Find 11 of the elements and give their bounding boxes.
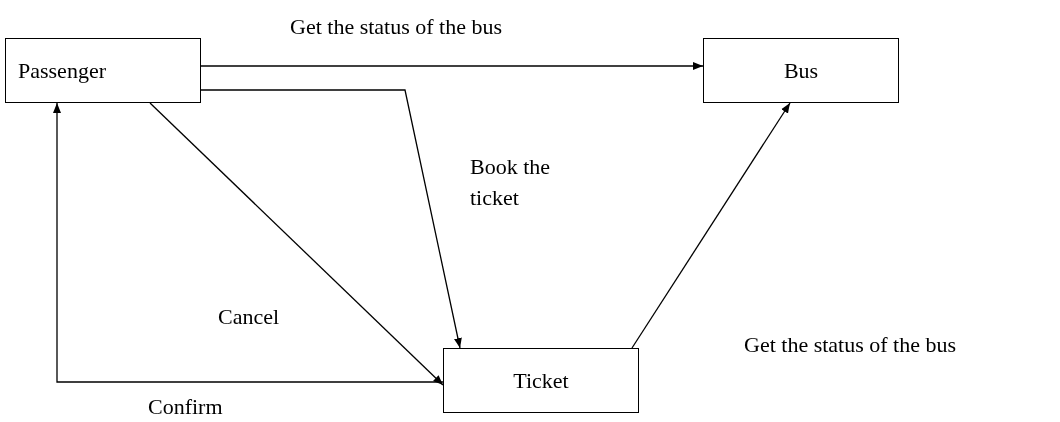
process-box <box>443 348 639 413</box>
arrow <box>200 89 462 349</box>
arrow <box>200 62 704 70</box>
arrow <box>53 102 444 383</box>
node-label: Bus <box>783 57 819 84</box>
node-label: Ticket <box>513 367 569 394</box>
arrow <box>631 102 791 349</box>
process-box <box>5 38 201 103</box>
arrow <box>149 102 444 386</box>
process-box <box>703 38 899 103</box>
node-label: Passenger <box>18 57 106 84</box>
